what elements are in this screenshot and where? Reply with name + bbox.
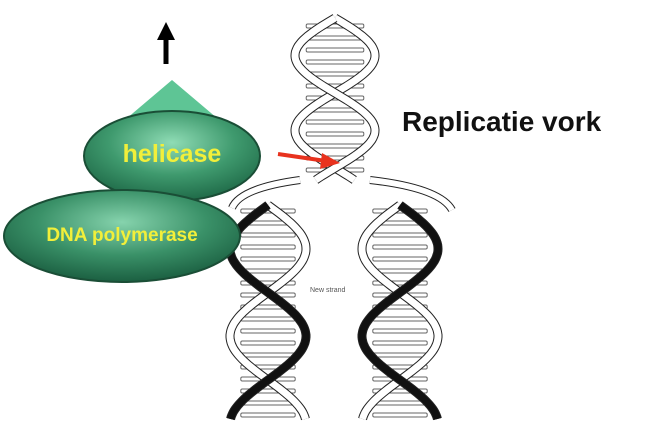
new-strand-label: New strand (310, 287, 346, 294)
fork-splay (229, 177, 455, 212)
right-daughter-base-pair (372, 316, 428, 322)
right-daughter-base-pair (372, 256, 428, 262)
replication-fork-label: Replicatie vork (402, 106, 602, 137)
parental-strand-a (291, 15, 379, 183)
right-daughter-base-pair (372, 412, 428, 418)
left-daughter-base-pair (240, 256, 296, 262)
left-daughter-base-pair (240, 244, 296, 250)
left-daughter-base-pair (240, 352, 296, 358)
left-parental-strand (226, 202, 310, 420)
base-pair-rungs (240, 23, 428, 418)
dna-polymerase-label: DNA polymerase (46, 225, 198, 246)
left-daughter-base-pair (240, 400, 296, 406)
red-arrow-icon (277, 152, 340, 169)
parental-base-pair (305, 143, 365, 149)
right-daughter-base-pair (372, 352, 428, 358)
left-daughter-base-pair (240, 232, 296, 238)
right-new-strand (358, 202, 442, 420)
parental-base-pair (305, 59, 365, 65)
right-daughter-base-pair (372, 400, 428, 406)
parental-base-pair (305, 47, 365, 53)
dna-strands (225, 14, 456, 421)
parental-base-pair (305, 35, 365, 41)
right-daughter-base-pair (372, 232, 428, 238)
dna-polymerase-enzyme (3, 189, 241, 283)
parental-strand-b (291, 15, 379, 183)
right-daughter-base-pair (372, 244, 428, 250)
left-daughter-base-pair (240, 328, 296, 334)
parental-base-pair (305, 131, 365, 137)
left-daughter-base-pair (240, 412, 296, 418)
right-daughter-base-pair (372, 340, 428, 346)
helicase-label: helicase (122, 140, 222, 168)
left-daughter-base-pair (240, 340, 296, 346)
right-daughter-base-pair (372, 328, 428, 334)
parental-base-pair (305, 119, 365, 125)
left-daughter-base-pair (240, 316, 296, 322)
right-parental-strand (358, 202, 442, 420)
up-arrow-icon (157, 22, 175, 64)
